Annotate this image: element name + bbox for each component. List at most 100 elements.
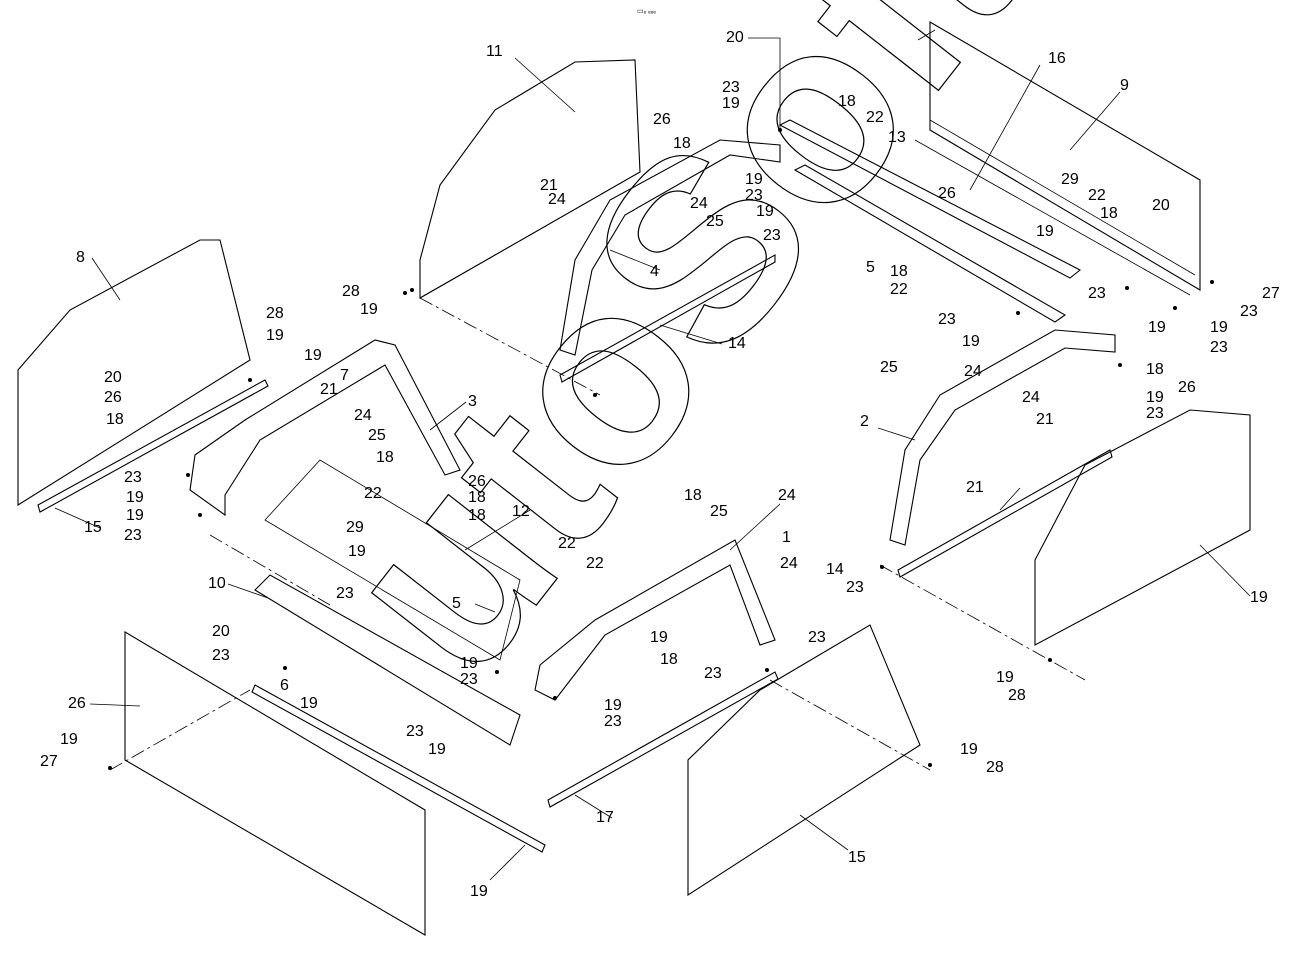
label-5: 10: [208, 575, 226, 592]
leader-lines: [54, 37, 1251, 881]
label-23: 27: [40, 753, 58, 770]
label-23: 19: [300, 695, 318, 712]
label-18: 18: [376, 449, 394, 466]
drawing-code: ▭ₑ ₑₑₑ: [637, 8, 656, 15]
label-18: 22: [586, 555, 604, 572]
bow-4: [559, 139, 781, 356]
label-25: 18: [684, 487, 702, 504]
label-22: 18: [468, 507, 486, 524]
bow-1: [534, 539, 776, 701]
rail-13: [778, 119, 1082, 323]
label-19: 19: [266, 327, 284, 344]
label-24: 1: [782, 529, 791, 546]
label-27: 19: [60, 731, 78, 748]
label-19: 19: [722, 95, 740, 112]
label-9: 9: [1120, 77, 1129, 94]
label-28: 28: [342, 283, 360, 300]
label-extra: 7: [340, 367, 349, 384]
label-2: 2: [860, 413, 869, 430]
label-20: 5: [452, 595, 461, 612]
label-4: 4: [650, 263, 659, 280]
label-14: 21: [966, 479, 984, 496]
label-19: 19: [348, 543, 366, 560]
label-23: 23: [124, 527, 142, 544]
label-19: 28: [986, 759, 1004, 776]
label-26: 26: [938, 185, 956, 202]
label-23: 23: [1210, 339, 1228, 356]
label-21: 21: [1036, 411, 1054, 428]
label-28: 28: [266, 305, 284, 322]
label-23: 23: [763, 227, 781, 244]
label-19: 19: [126, 489, 144, 506]
label-18: 18: [673, 135, 691, 152]
label-23: 14: [826, 561, 844, 578]
label-22: 22: [866, 109, 884, 126]
label-19: 19: [428, 741, 446, 758]
label-11: 11: [486, 43, 503, 60]
strip-15-left: [37, 379, 269, 513]
label-24: 24: [548, 191, 566, 208]
label-21: 24: [780, 555, 798, 572]
bow-3: [189, 339, 461, 517]
label-12: 12: [512, 503, 530, 520]
label-8: 8: [76, 249, 85, 266]
label-3: 3: [468, 393, 477, 410]
strip-17: [251, 684, 546, 853]
label-26: 18: [660, 651, 678, 668]
label-19: 23: [406, 723, 424, 740]
label-24: 24: [1022, 389, 1040, 406]
label-23: 23: [124, 469, 142, 486]
label-5: 5: [866, 259, 875, 276]
strip-14-right: [897, 449, 1113, 578]
label-19: 19: [304, 347, 322, 364]
label-7: 15: [848, 849, 866, 866]
label-19: 23: [808, 629, 826, 646]
label-18: 18: [106, 411, 124, 428]
label-23: 23: [704, 665, 722, 682]
label-23: 23: [1146, 405, 1164, 422]
label-6: 26: [68, 695, 86, 712]
frame-12: [264, 459, 521, 661]
label-29: 29: [1061, 171, 1079, 188]
label-1: 24: [778, 487, 796, 504]
label-22: 22: [364, 485, 382, 502]
label-26: 26: [1178, 379, 1196, 396]
label-23: 23: [745, 187, 763, 204]
panel-9: [914, 21, 1201, 296]
label-14: 14: [728, 335, 746, 352]
label-19: 19: [1146, 389, 1164, 406]
label-24: 24: [690, 195, 708, 212]
label-19: 23: [1240, 303, 1258, 320]
label-21: 21: [540, 177, 558, 194]
label-22: 22: [558, 535, 576, 552]
panel-7: [687, 624, 921, 897]
label-19: 19: [962, 333, 980, 350]
callout-labels: 20 23 19 11 18 22 26 18 13 16 9 19 23 21…: [40, 29, 1280, 900]
label-23: 20: [212, 623, 230, 640]
label-26: 26: [653, 111, 671, 128]
label-19: 19: [1036, 223, 1054, 240]
label-23: 23: [938, 311, 956, 328]
label-19: 23: [460, 671, 478, 688]
label-23: 23: [1088, 285, 1106, 302]
label-19: 19: [1148, 319, 1166, 336]
label-22: 22: [890, 281, 908, 298]
label-19: 19: [756, 203, 774, 220]
label-26: 26: [468, 473, 486, 490]
label-10: 19: [1250, 589, 1268, 606]
strip-14-upper: [559, 254, 776, 383]
label-23: 23: [722, 79, 740, 96]
label-19: 19: [745, 171, 763, 188]
label-18: 18: [890, 263, 908, 280]
label-24: 24: [964, 363, 982, 380]
label-25: 25: [368, 427, 386, 444]
label-20: 20: [1152, 197, 1170, 214]
label-18: 18: [1100, 205, 1118, 222]
rail-5: [254, 574, 521, 746]
bow-2: [889, 329, 1116, 546]
label-18: 18: [1146, 361, 1164, 378]
label-29: 29: [346, 519, 364, 536]
fasteners: [108, 128, 1214, 770]
label-19: 23: [846, 579, 864, 596]
